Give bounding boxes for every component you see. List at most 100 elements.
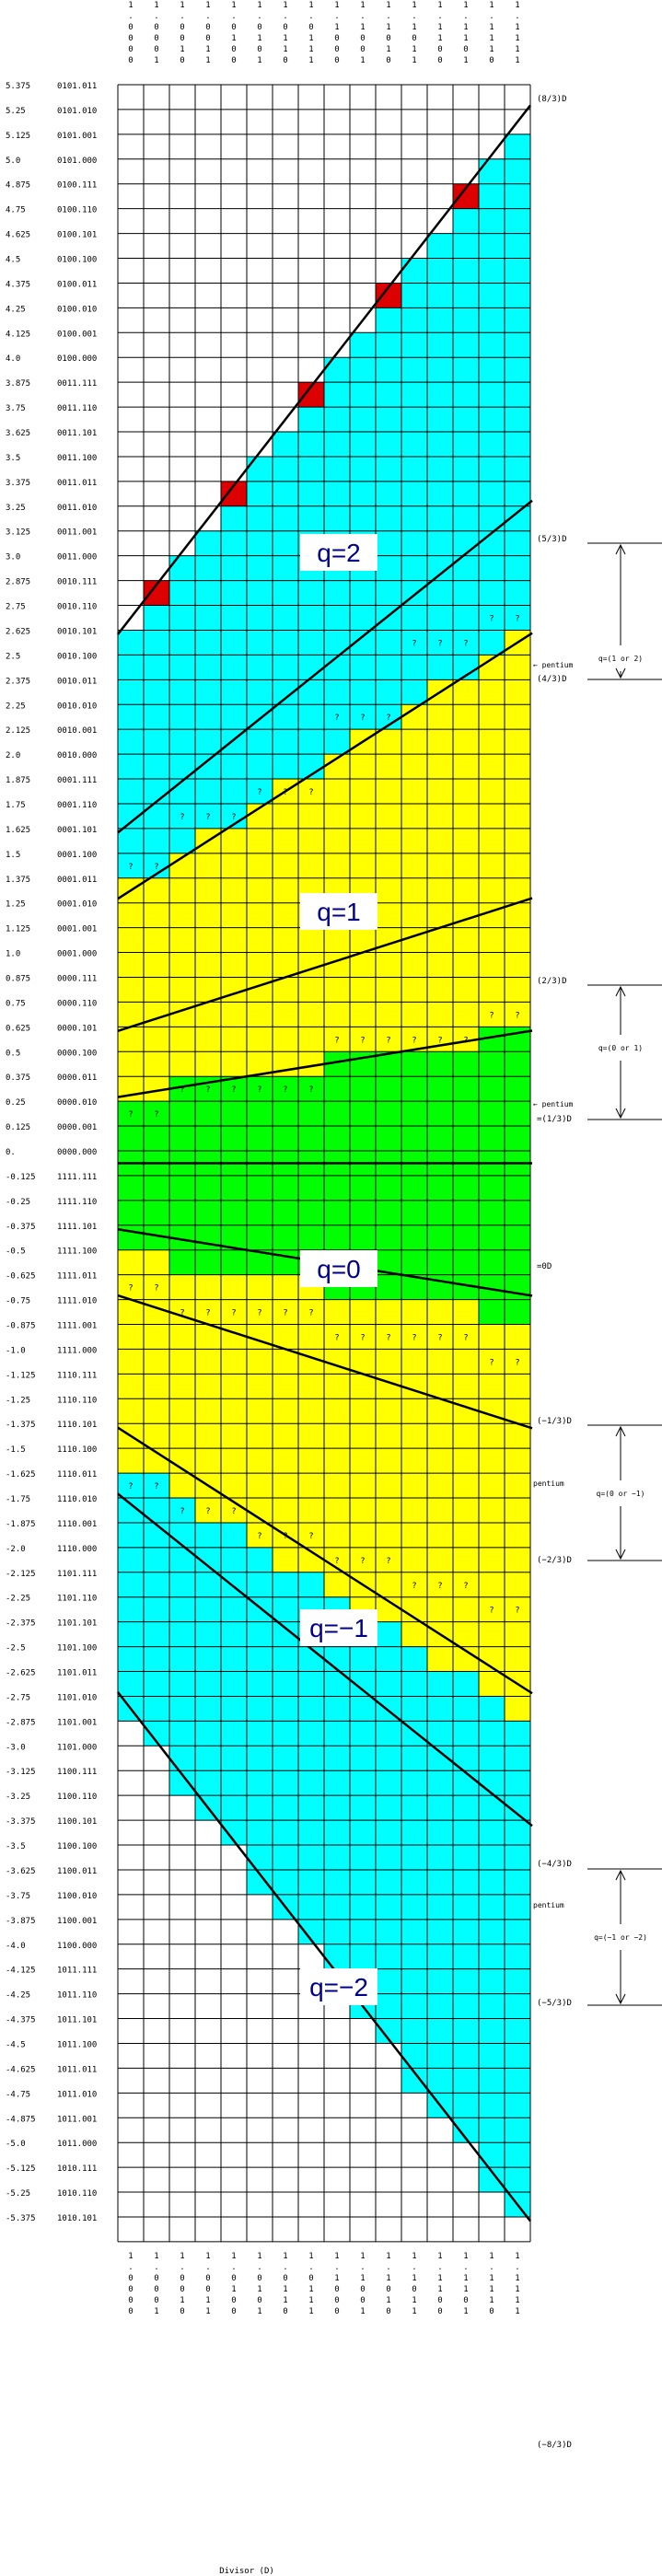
cell [195, 605, 221, 631]
cell [479, 679, 505, 705]
cell [505, 1126, 530, 1151]
cell [427, 2043, 453, 2069]
cell [324, 1845, 350, 1870]
cell [479, 1175, 505, 1201]
column-label-digit: 1 [308, 2307, 313, 2316]
line-label: (−8/3)D [537, 2441, 572, 2450]
cell [453, 407, 479, 433]
cell [221, 1671, 247, 1697]
cell [298, 729, 324, 755]
cell [479, 1993, 505, 2019]
column-label-digit: 1 [437, 23, 442, 32]
row-label-decimal: 2.125 [6, 726, 30, 736]
cell [401, 1919, 427, 1944]
cell [298, 1448, 324, 1474]
cell [453, 2043, 479, 2069]
column-label-digit: 0 [257, 23, 261, 32]
cell [144, 1671, 169, 1697]
cell [324, 828, 350, 853]
row-label-decimal: -2.0 [6, 1545, 26, 1554]
question-mark: ? [308, 1085, 313, 1095]
cell [221, 1621, 247, 1647]
row-label-binary: 1100.011 [57, 1867, 97, 1876]
cell [298, 1299, 324, 1325]
cell [427, 605, 453, 631]
cell [221, 555, 247, 581]
column-label-digit: 0 [128, 45, 133, 54]
row-label-binary: 0011.000 [57, 553, 97, 563]
row-label-binary: 1101.011 [57, 1669, 97, 1678]
cell [169, 1596, 195, 1622]
column-label-digit: 0 [128, 34, 133, 43]
cell [298, 779, 324, 804]
cell [118, 704, 144, 730]
cell [479, 1770, 505, 1796]
cell [247, 754, 273, 780]
cell [376, 1770, 401, 1796]
cell [376, 1027, 401, 1052]
cell [350, 357, 376, 383]
line-label: (−4/3)D [537, 1860, 572, 1869]
cell [479, 828, 505, 853]
row-label-decimal: -2.125 [6, 1570, 36, 1579]
cell [401, 481, 427, 506]
row-label-binary: 0001.000 [57, 950, 97, 959]
cell [376, 1398, 401, 1424]
cell [401, 1249, 427, 1275]
cell [376, 1200, 401, 1225]
cell [401, 754, 427, 780]
row-label-decimal: 2.375 [6, 677, 30, 686]
cell [221, 1200, 247, 1225]
cell [453, 977, 479, 1003]
cell [324, 1002, 350, 1027]
cell [144, 1126, 169, 1151]
cell [453, 1224, 479, 1250]
cell [144, 1547, 169, 1572]
cell [350, 1820, 376, 1846]
cell [247, 1349, 273, 1375]
cell [298, 580, 324, 606]
row-label-decimal: -2.25 [6, 1595, 30, 1604]
row-label-binary: 1100.001 [57, 1917, 97, 1926]
cell [273, 630, 298, 656]
cell [273, 481, 298, 506]
range-arrowhead [615, 1108, 626, 1120]
range-arrowhead [615, 1549, 626, 1561]
cell [505, 1721, 530, 1746]
cell [427, 1324, 453, 1350]
cell [144, 1274, 169, 1300]
cell [453, 1968, 479, 1994]
cell [453, 754, 479, 780]
cell [350, 1423, 376, 1449]
row-label-binary: 1011.100 [57, 2040, 97, 2049]
line-2-3D [117, 897, 533, 1033]
cell [427, 1448, 453, 1474]
cell [427, 1721, 453, 1746]
cell [505, 1696, 530, 1722]
cell [479, 1596, 505, 1622]
cell [144, 1398, 169, 1424]
row-label-binary: 1011.001 [57, 2115, 97, 2124]
cell [324, 1224, 350, 1250]
column-label-digit: 1 [412, 1, 416, 10]
question-mark: ? [386, 1036, 390, 1045]
column-label-digit: 1 [334, 2274, 339, 2283]
cell [401, 828, 427, 853]
cell [144, 754, 169, 780]
cell [169, 1101, 195, 1127]
row-label-decimal: 2.625 [6, 627, 30, 636]
row-label-decimal: 0. [6, 1148, 16, 1157]
column-label-digit: 0 [154, 2285, 158, 2294]
cell [376, 729, 401, 755]
row-label-decimal: 1.25 [6, 900, 26, 910]
cell [479, 1919, 505, 1944]
column-label-digit: 0 [231, 2307, 236, 2316]
row-label-binary: 0010.000 [57, 751, 97, 760]
row-label-decimal: 0.625 [6, 1024, 30, 1033]
cell [195, 1696, 221, 1722]
cell [298, 1721, 324, 1746]
column-label-digit: 0 [231, 2296, 236, 2305]
cell [195, 1027, 221, 1052]
row-label-decimal: 3.75 [6, 404, 26, 413]
cell [195, 1200, 221, 1225]
